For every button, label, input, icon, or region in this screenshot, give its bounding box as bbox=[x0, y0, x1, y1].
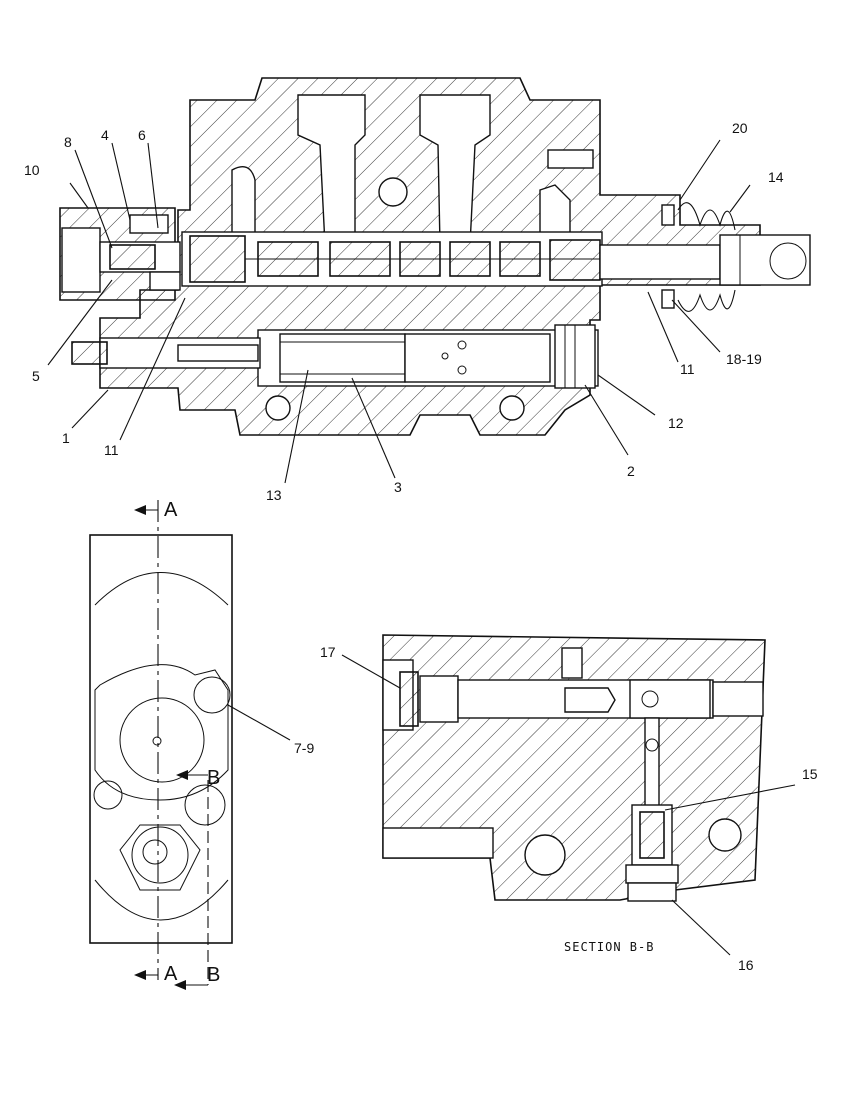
valve-end-view bbox=[89, 500, 233, 990]
label-10: 10 bbox=[24, 162, 40, 178]
valve-section-view bbox=[59, 77, 811, 436]
callout-labels: 10 8 4 6 5 1 11 20 14 11 18-19 12 2 3 13… bbox=[24, 120, 818, 986]
label-1: 1 bbox=[62, 430, 70, 446]
label-5: 5 bbox=[32, 368, 40, 384]
label-20: 20 bbox=[732, 120, 748, 136]
boot-bellows bbox=[677, 202, 736, 312]
leader-lines bbox=[47, 139, 796, 956]
section-mark-a-top: A bbox=[164, 499, 178, 521]
label-8: 8 bbox=[64, 134, 72, 150]
section-mark-a-bottom: A bbox=[164, 963, 178, 985]
spool bbox=[189, 235, 601, 283]
label-2: 2 bbox=[627, 463, 635, 479]
section-mark-b-bottom: B bbox=[207, 964, 220, 986]
label-15: 15 bbox=[802, 766, 818, 782]
label-11-right: 11 bbox=[680, 361, 695, 377]
end-cap-assembly bbox=[59, 207, 181, 301]
section-title: SECTION B-B bbox=[564, 940, 654, 954]
label-7-9: 7-9 bbox=[294, 740, 314, 756]
section-b-b-view bbox=[382, 634, 766, 902]
label-13: 13 bbox=[266, 487, 282, 503]
label-16: 16 bbox=[738, 957, 754, 973]
label-6: 6 bbox=[138, 127, 146, 143]
label-4: 4 bbox=[101, 127, 109, 143]
label-18-19: 18-19 bbox=[726, 351, 762, 367]
label-17: 17 bbox=[320, 644, 336, 660]
piston bbox=[279, 324, 596, 389]
label-14: 14 bbox=[768, 169, 784, 185]
label-12: 12 bbox=[668, 415, 684, 431]
label-3: 3 bbox=[394, 479, 402, 495]
section-mark-b-mid: B bbox=[207, 767, 220, 789]
label-11-left: 11 bbox=[104, 442, 119, 458]
